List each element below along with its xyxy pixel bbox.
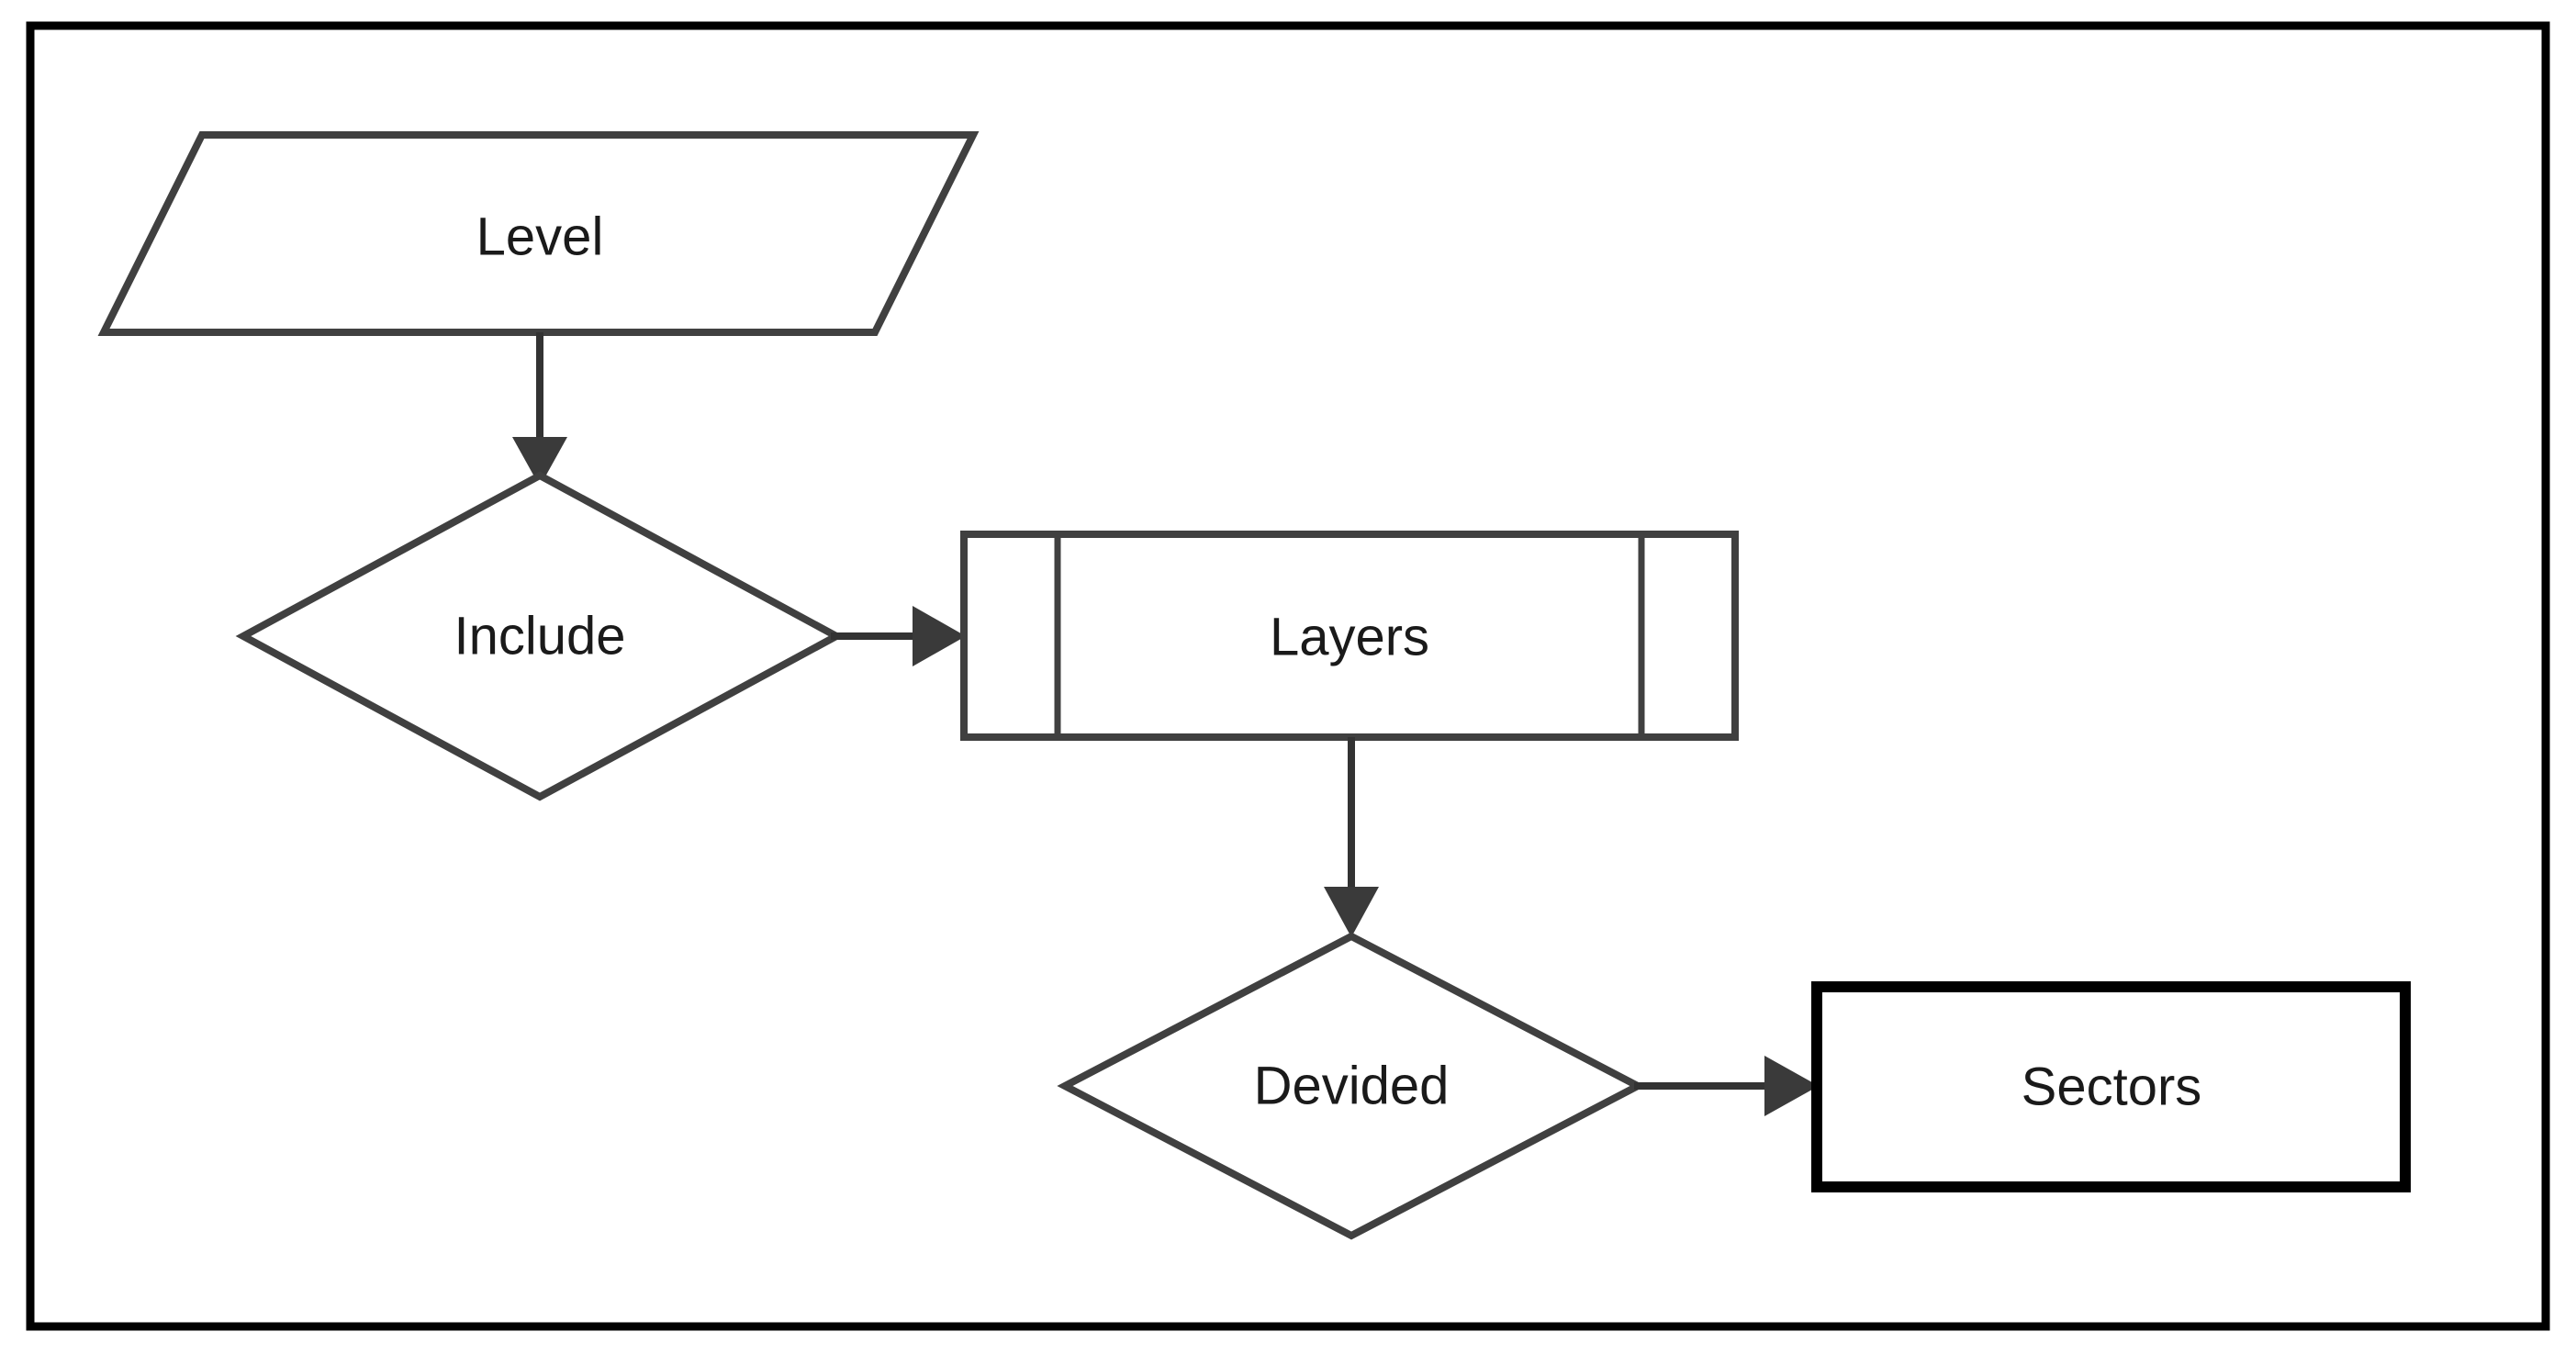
rectangle-shape: [1811, 981, 2411, 1192]
arrowhead-down-icon: [1324, 887, 1379, 937]
node-layers-label: Layers: [1270, 607, 1429, 666]
arrowhead-right-icon: [913, 606, 966, 666]
edge-include-to-layers: [831, 606, 966, 666]
node-include-label: Include: [454, 606, 625, 666]
parallelogram-shape: [97, 131, 980, 336]
node-layers[interactable]: Layers: [960, 531, 1739, 741]
arrowhead-right-icon: [1764, 1056, 1819, 1116]
outer-frame: [26, 21, 2550, 1331]
edge-layers-to-devided: [1324, 737, 1379, 937]
diamond-shape: [1057, 932, 1646, 1240]
arrowhead-down-icon: [512, 437, 567, 487]
edge-level-to-include: [512, 332, 567, 487]
node-sectors-label: Sectors: [2022, 1057, 2202, 1116]
node-include[interactable]: Include: [235, 471, 845, 801]
node-devided[interactable]: Devided: [1057, 932, 1646, 1240]
node-sectors[interactable]: Sectors: [1811, 981, 2411, 1192]
edge-devided-to-sectors: [1634, 1056, 1819, 1116]
node-devided-label: Devided: [1254, 1056, 1450, 1115]
node-level-label: Level: [476, 207, 604, 266]
diamond-shape: [235, 471, 845, 801]
node-level[interactable]: Level: [97, 131, 980, 336]
